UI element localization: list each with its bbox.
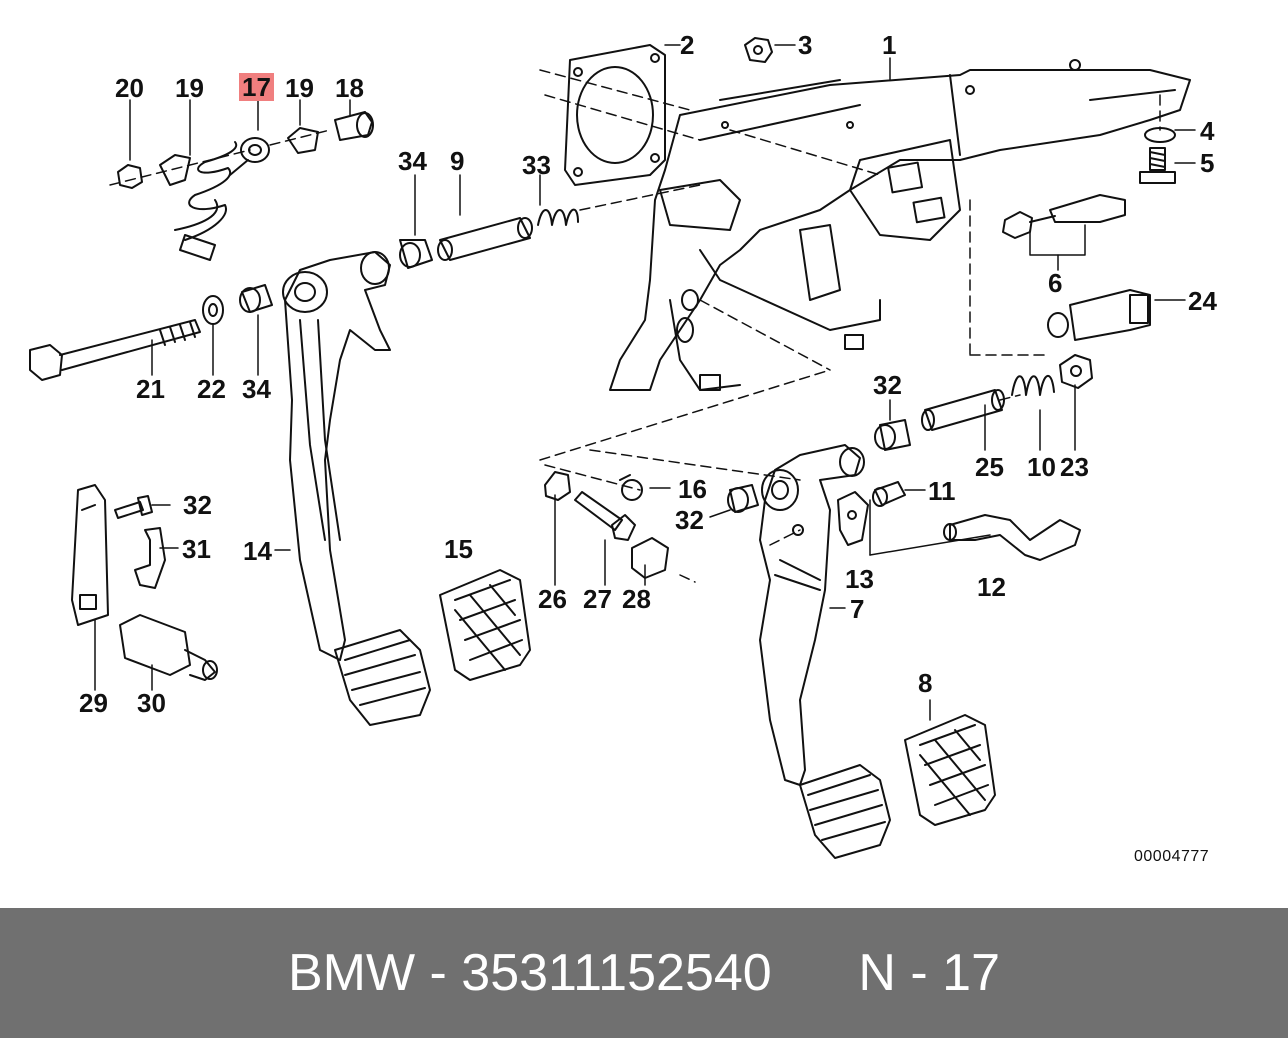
label-part-34-top: 34 [398,146,427,176]
nut-part-20 [118,165,142,188]
label-part-8: 8 [918,668,933,698]
spring-part-17 [175,138,269,260]
label-part-32-top: 32 [873,370,902,400]
diagram-reference-code: 00004777 [1134,848,1210,865]
bracket-part-13 [838,492,868,545]
label-part-32-middle: 32 [675,505,704,535]
label-part-5: 5 [1200,148,1215,178]
pin-part-18 [335,112,373,140]
label-part-27: 27 [583,584,612,614]
label-part-31: 31 [182,534,211,564]
switch-part-30 [120,615,217,680]
footer-gap [772,943,859,1003]
bushing-part-32b [728,485,758,512]
spring-part-33 [538,210,578,225]
bolt-part-21 [30,320,200,380]
label-part-2: 2 [680,30,695,60]
label-part-32-left: 32 [183,490,212,520]
connector-part-24 [1048,290,1150,340]
tube-part-25 [922,390,1004,430]
label-part-22: 22 [197,374,226,404]
label-part-28: 28 [622,584,651,614]
label-part-19-left: 19 [175,73,204,103]
label-part-23: 23 [1060,452,1089,482]
nut-part-3 [745,38,772,62]
label-part-17-highlighted: 17 [239,73,274,101]
screw-part-5 [1140,148,1175,183]
footer-separator: - [415,944,462,1002]
label-part-21: 21 [136,374,165,404]
footer-brand: BMW [287,944,416,1002]
bracket-part-29 [72,485,108,625]
bushing-part-34a [400,240,432,268]
label-part-6: 6 [1048,268,1063,298]
label-part-18: 18 [335,73,364,103]
clip-part-31 [135,528,165,588]
label-part-19-right: 19 [285,73,314,103]
bushing-part-34b [240,285,272,312]
spring-part-10 [1012,376,1054,395]
brake-pedal-part-7 [760,445,890,858]
pin-part-11 [873,482,905,506]
footer-bar: BMW - 35311152540 N - 17 [0,908,1288,1038]
label-part-25: 25 [975,452,1004,482]
leader-lines [95,45,1195,720]
clutch-pedal-part-14 [283,252,430,725]
label-part-7: 7 [850,594,865,624]
lever-part-12 [944,515,1080,560]
nut-part-23 [1060,355,1092,388]
label-part-11: 11 [928,476,956,506]
label-part-16: 16 [678,474,707,504]
label-part-12: 12 [977,572,1006,602]
label-part-26: 26 [538,584,567,614]
label-part-13: 13 [845,564,874,594]
label-part-4: 4 [1200,116,1215,146]
label-part-9: 9 [450,146,465,176]
bushing-part-19a [160,155,190,185]
screw-part-32c [115,496,152,518]
bushing-part-32a [875,420,910,450]
washer-part-22 [203,296,223,324]
label-part-24: 24 [1188,286,1217,316]
label-part-10: 10 [1027,452,1056,482]
washer-part-4 [1145,128,1175,142]
footer-position-number: 17 [942,944,1000,1002]
pedal-pad-part-15 [440,570,530,680]
label-part-1: 1 [882,30,897,60]
label-part-15: 15 [444,534,473,564]
label-part-29: 29 [79,688,108,718]
footer-part-number: 35311152540 [461,944,772,1002]
gasket-plate [565,45,665,185]
tube-part-9 [438,218,532,260]
footer-position-prefix: N - [858,944,943,1002]
label-part-20: 20 [115,73,144,103]
pedal-pad-part-8 [905,715,995,825]
label-part-14: 14 [243,536,272,566]
clip-part-16 [620,475,642,500]
label-part-30: 30 [137,688,166,718]
pedal-assembly-diagram [0,0,1288,908]
label-part-34-bottom: 34 [242,374,271,404]
cap-part-28 [632,538,668,578]
switch-part-6 [1003,195,1125,238]
bushing-part-19b [288,128,318,153]
label-part-3: 3 [798,30,813,60]
pedal-bracket [610,60,1190,390]
footer-caption: BMW - 35311152540 N - 17 [0,908,1288,1038]
nut-part-26 [545,472,570,500]
label-part-33: 33 [522,150,551,180]
bolt-part-27 [575,492,635,540]
